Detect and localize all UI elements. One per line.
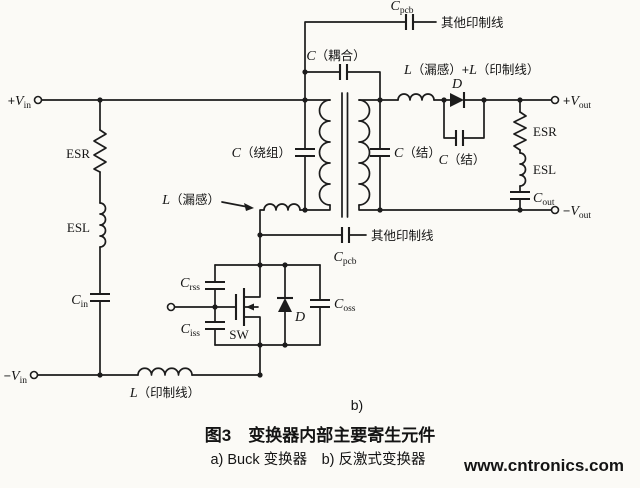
mosfet-leads [243, 264, 261, 346]
label-cpcb-top: Cpcb [390, 0, 413, 16]
label-vout-pos: +Vout [563, 94, 591, 111]
circuit-wires [36, 14, 553, 376]
label-c-winding: C（绕组） [232, 146, 291, 161]
label-crss: Crss [180, 276, 200, 293]
capacitor-cpcb-bottom [340, 227, 351, 243]
label-ciss: Ciss [181, 322, 201, 339]
label-other-trace-top: 其他印制线 [441, 16, 504, 30]
inductor-l-print [137, 367, 193, 376]
capacitor-coss [310, 298, 330, 309]
label-esl-right: ESL [533, 162, 556, 177]
inductor-esl-right [519, 152, 527, 187]
label-esr-left: ESR [66, 146, 90, 161]
label-esr-right: ESR [533, 124, 557, 139]
watermark: www.cntronics.com [463, 456, 624, 475]
capacitor-c-coupling [338, 64, 349, 80]
body-diode-triangle [278, 298, 292, 312]
terminal-vout-pos [550, 95, 560, 105]
transformer-core [341, 92, 349, 218]
label-coss: Coss [334, 297, 356, 314]
capacitor-cout [510, 190, 530, 201]
transformer-primary-winding [318, 99, 331, 206]
terminals [29, 95, 560, 380]
capacitor-ciss [205, 320, 225, 331]
label-other-trace-mid: 其他印制线 [371, 229, 434, 243]
label-vin-neg: −Vin [4, 369, 28, 386]
wire-secondary-bottom [358, 204, 553, 211]
capacitor-cin [90, 292, 110, 303]
resistor-esr-left [93, 129, 107, 173]
wire-bottom-rail [36, 344, 261, 376]
inductor-l-leak-print [397, 93, 435, 101]
label-esl-left: ESL [67, 220, 90, 235]
transformer-secondary-winding [358, 99, 371, 206]
terminal-vin-pos [33, 95, 43, 105]
terminal-vin-neg [29, 370, 39, 380]
label-cin: Cin [71, 293, 88, 310]
label-c-coupling: C（耦合） [306, 48, 365, 64]
label-cpcb-bottom: Cpcb [333, 250, 356, 267]
wire-switch-rails [214, 264, 321, 346]
inductor-l-leak [263, 203, 301, 211]
figure-caption: a) Buck 变换器 b) 反激式变换器 [210, 451, 426, 468]
capacitor-c-junction-sec [370, 147, 390, 158]
wire-c-junction-diode [443, 99, 485, 139]
label-cout: Cout [533, 191, 555, 208]
label-l-leak: L（漏感） [161, 192, 220, 208]
capacitor-crss [205, 280, 225, 291]
label-vin-pos: +Vin [8, 94, 32, 111]
wire-cpcb-top [304, 21, 437, 101]
junction-dots [97, 69, 523, 378]
wire-c-coupling [304, 71, 381, 101]
terminal-vout-neg [550, 205, 560, 215]
capacitor-cpcb-top [404, 14, 415, 30]
capacitor-c-winding [295, 147, 315, 158]
terminal-gate [166, 302, 176, 312]
label-l-print: L（印制线） [129, 386, 200, 401]
wire-primary-bottom [259, 204, 331, 266]
l-leak-pointer-arrowhead [244, 203, 254, 211]
l-leak-pointer-line [221, 201, 249, 208]
inductor-esl-left [99, 202, 107, 248]
sub-figure-label: b) [351, 397, 363, 413]
resistor-esr-right [513, 111, 527, 151]
capacitor-c-junction-diode [454, 130, 465, 146]
mosfet-body-arrow [246, 303, 254, 311]
label-diode-body: D [294, 310, 305, 325]
figure-title: 图3 变换器内部主要寄生元件 [205, 425, 435, 445]
label-c-junction-sec: C（结） [394, 146, 441, 161]
caption-area: b) 图3 变换器内部主要寄生元件 a) Buck 变换器 b) 反激式变换器 … [205, 397, 624, 475]
label-diode-output: D [451, 77, 462, 92]
label-vout-neg: −Vout [563, 204, 591, 221]
diode-output-triangle [450, 93, 464, 107]
label-c-junction-diode: C（结） [439, 153, 486, 168]
label-l-leak-plus-print: L（漏感）+L（印制线） [403, 62, 539, 78]
label-sw: SW [229, 327, 249, 342]
labels: +Vin −Vin +Vout −Vout ESR ESL Cin ESR ES… [4, 0, 592, 401]
